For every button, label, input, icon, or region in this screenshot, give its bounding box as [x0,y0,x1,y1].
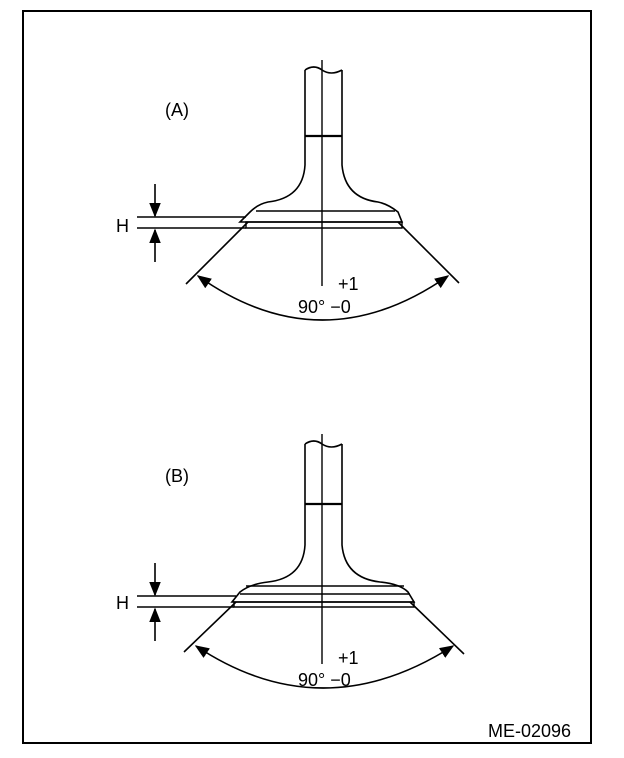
view-b-stem-break [304,440,343,448]
view-a-tolerance-upper: +1 [338,274,359,294]
view-a-seat-face [245,221,403,229]
view-b-valve-outline [230,444,416,603]
view-a-label: (A) [165,100,189,120]
view-b-angle-label: 90° −0 [298,670,351,690]
view-b-h-label: H [116,593,129,613]
view-a: (A) H +1 90° −0 [116,60,460,321]
view-b-face-line-left [183,601,237,653]
view-a-face-line-right [397,221,460,284]
view-b: (B) H +1 90° −0 [116,434,465,690]
view-b-tolerance-upper: +1 [338,648,359,668]
figure-frame [22,10,592,744]
view-b-seat-face [233,601,415,608]
view-a-face-line-left [185,221,249,285]
view-a-stem-break [304,66,343,74]
view-b-angle-arc [194,645,455,689]
figure-code: ME-02096 [488,721,571,741]
view-a-valve-outline [238,70,404,223]
view-b-label: (B) [165,466,189,486]
view-a-angle-arc [196,275,450,321]
view-b-face-line-right [409,601,465,655]
view-a-h-label: H [116,216,129,236]
view-a-angle-label: 90° −0 [298,297,351,317]
